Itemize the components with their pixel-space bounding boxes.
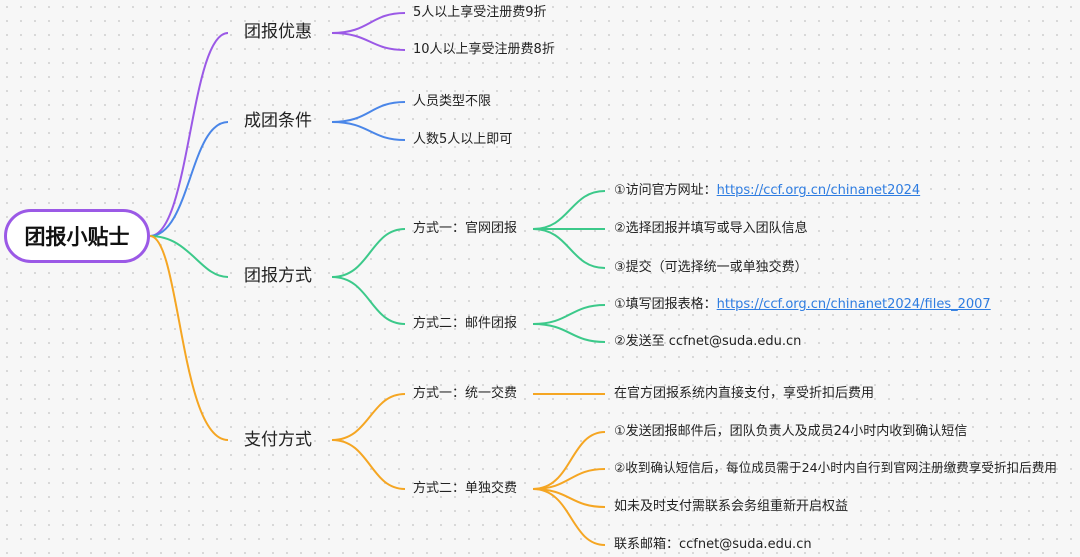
discount-item-2[interactable]: 10人以上享受注册费8折 [413, 42, 555, 57]
link-single-2 [532, 468, 606, 490]
link-payment-single [331, 439, 406, 490]
link-methods-email [331, 276, 406, 325]
root-node[interactable]: 团报小贴士 [4, 209, 150, 263]
link-web-3 [532, 228, 606, 269]
method-web[interactable]: 方式一：官网团报 [413, 221, 518, 236]
link-single-4 [532, 488, 606, 546]
method-email[interactable]: 方式二：邮件团报 [413, 316, 518, 331]
link-conditions-2 [331, 121, 406, 141]
single-item-4[interactable]: 联系邮箱：ccfnet@suda.edu.cn [614, 537, 812, 552]
link-root-conditions [149, 121, 229, 237]
branch-payment[interactable]: 支付方式 [244, 430, 312, 450]
web-item-1[interactable]: ①访问官方网址：https://ccf.org.cn/chinanet2024 [614, 184, 920, 197]
link-discount-1 [331, 12, 406, 34]
form-link[interactable]: https://ccf.org.cn/chinanet2024/files_20… [716, 297, 991, 312]
link-single-1 [532, 431, 606, 490]
root-label: 团报小贴士 [24, 225, 130, 249]
payment-unified[interactable]: 方式一：统一交费 [413, 386, 518, 401]
branch-methods[interactable]: 团报方式 [244, 266, 312, 286]
single-item-1[interactable]: ①发送团报邮件后，团队负责人及成员24小时内收到确认短信 [614, 424, 968, 439]
discount-item-1[interactable]: 5人以上享受注册费9折 [413, 5, 547, 20]
link-email-2 [532, 323, 606, 343]
unified-item-1[interactable]: 在官方团报系统内直接支付，享受折扣后费用 [614, 386, 875, 401]
single-item-3[interactable]: 如未及时支付需联系会务组重新开启权益 [614, 499, 849, 514]
link-payment-unified [331, 393, 406, 441]
web-item-3[interactable]: ③提交（可选择统一或单独交费） [614, 260, 808, 275]
conditions-item-1[interactable]: 人员类型不限 [413, 94, 492, 109]
link-email-1 [532, 304, 606, 325]
email-item-2[interactable]: ②发送至 ccfnet@suda.edu.cn [614, 334, 802, 349]
link-methods-web [331, 228, 406, 278]
link-root-payment [149, 235, 229, 441]
payment-single[interactable]: 方式二：单独交费 [413, 481, 518, 496]
email-item-1[interactable]: ①填写团报表格：https://ccf.org.cn/chinanet2024/… [614, 298, 991, 311]
branch-conditions[interactable]: 成团条件 [244, 111, 312, 131]
link-discount-2 [331, 32, 406, 51]
link-root-discount [149, 32, 229, 237]
link-conditions-1 [331, 101, 406, 123]
web-item-1-prefix: ①访问官方网址： [614, 183, 717, 198]
web-link[interactable]: https://ccf.org.cn/chinanet2024 [716, 183, 921, 198]
branch-discount[interactable]: 团报优惠 [244, 22, 312, 42]
link-root-methods [149, 235, 229, 278]
link-web-1 [532, 190, 606, 230]
single-item-2[interactable]: ②收到确认短信后，每位成员需于24小时内自行到官网注册缴费享受折扣后费用 [614, 460, 1057, 475]
conditions-item-2[interactable]: 人数5人以上即可 [413, 132, 513, 147]
email-item-1-prefix: ①填写团报表格： [614, 297, 717, 312]
web-item-2[interactable]: ②选择团报并填写或导入团队信息 [614, 221, 808, 236]
